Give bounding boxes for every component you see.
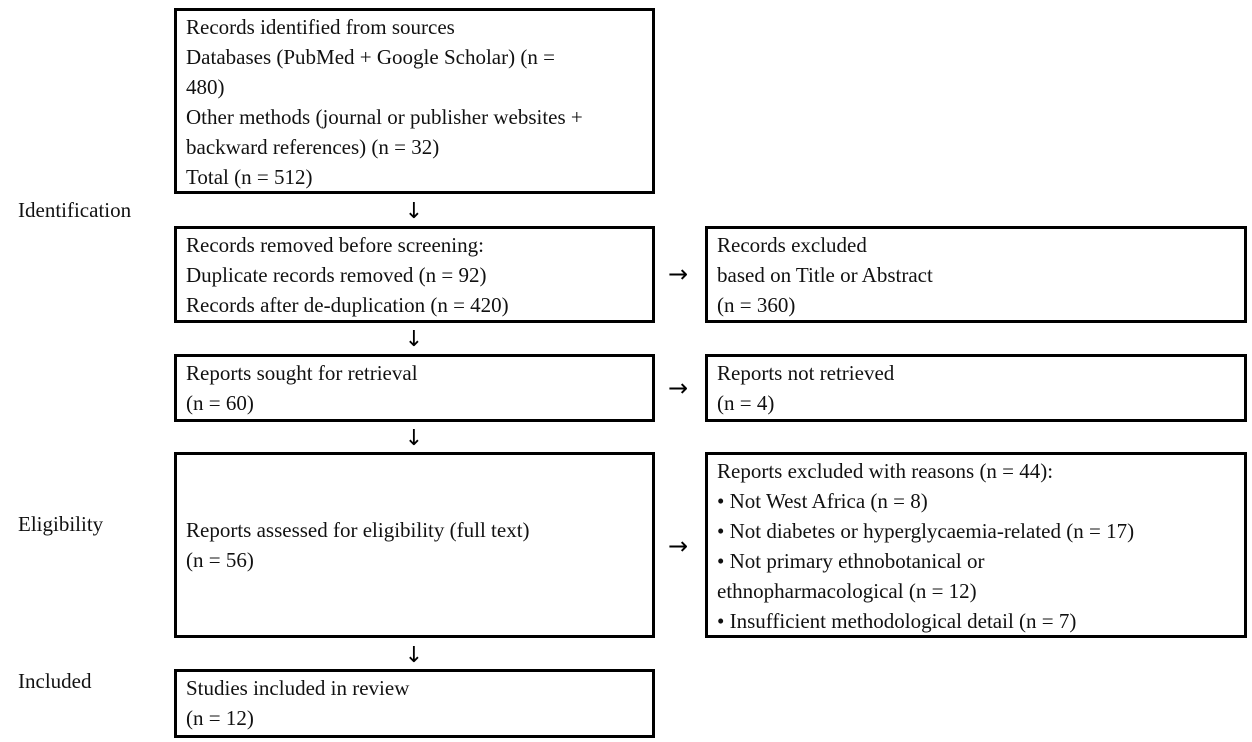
reports-assessed-line: Reports assessed for eligibility (full t… xyxy=(186,518,530,542)
records-removed-line: Records removed before screening: xyxy=(186,233,484,257)
records-identified-box: Records identified from sources Database… xyxy=(174,8,655,194)
records-identified-line: backward references) (n = 32) xyxy=(186,135,440,159)
exclusion-reason-line: • Not primary ethnobotanical or xyxy=(717,549,985,573)
reports-excluded-reasons-box: Reports excluded with reasons (n = 44): … xyxy=(705,452,1247,638)
studies-included-box: Studies included in review (n = 12) xyxy=(174,669,655,738)
records-removed-line: Records after de-duplication (n = 420) xyxy=(186,293,509,317)
reports-not-retrieved-line: Reports not retrieved xyxy=(717,361,895,385)
right-arrow-2: → xyxy=(667,374,689,402)
right-arrow-1: → xyxy=(667,260,689,288)
reports-not-retrieved-line: (n = 4) xyxy=(717,391,775,415)
stage-label-included: Included xyxy=(18,669,92,693)
down-arrow-3: ↓ xyxy=(404,426,424,451)
exclusion-reason-line: ethnopharmacological (n = 12) xyxy=(717,579,977,603)
reports-assessed-line: (n = 56) xyxy=(186,548,254,572)
reports-sought-line: (n = 60) xyxy=(186,391,254,415)
exclusion-reason-line: • Not West Africa (n = 8) xyxy=(717,489,928,513)
down-arrow-1: ↓ xyxy=(404,199,424,224)
records-identified-line: Other methods (journal or publisher webs… xyxy=(186,105,583,129)
reports-sought-box: Reports sought for retrieval (n = 60) xyxy=(174,354,655,422)
records-removed-box: Records removed before screening: Duplic… xyxy=(174,226,655,323)
records-removed-line: Duplicate records removed (n = 92) xyxy=(186,263,487,287)
reports-sought-line: Reports sought for retrieval xyxy=(186,361,418,385)
studies-included-line: Studies included in review xyxy=(186,676,410,700)
down-arrow-4: ↓ xyxy=(404,643,424,668)
exclusion-reason-line: • Insufficient methodological detail (n … xyxy=(717,609,1077,633)
exclusion-reason-line: Reports excluded with reasons (n = 44): xyxy=(717,459,1054,483)
records-identified-line: Databases (PubMed + Google Scholar) (n = xyxy=(186,45,555,69)
down-arrow-2: ↓ xyxy=(404,327,424,352)
records-identified-line: Total (n = 512) xyxy=(186,165,313,189)
records-identified-line: Records identified from sources xyxy=(186,15,455,39)
records-excluded-box: Records excluded based on Title or Abstr… xyxy=(705,226,1247,323)
reports-assessed-box: Reports assessed for eligibility (full t… xyxy=(174,452,655,638)
stage-label-identification: Identification xyxy=(18,198,132,222)
right-arrow-3: → xyxy=(667,532,689,560)
records-excluded-line: Records excluded xyxy=(717,233,867,257)
reports-not-retrieved-box: Reports not retrieved (n = 4) xyxy=(705,354,1247,422)
stage-label-eligibility: Eligibility xyxy=(18,512,104,536)
records-excluded-line: based on Title or Abstract xyxy=(717,263,933,287)
records-excluded-line: (n = 360) xyxy=(717,293,796,317)
exclusion-reason-line: • Not diabetes or hyperglycaemia-related… xyxy=(717,519,1135,543)
studies-included-line: (n = 12) xyxy=(186,706,254,730)
records-identified-line: 480) xyxy=(186,75,225,99)
